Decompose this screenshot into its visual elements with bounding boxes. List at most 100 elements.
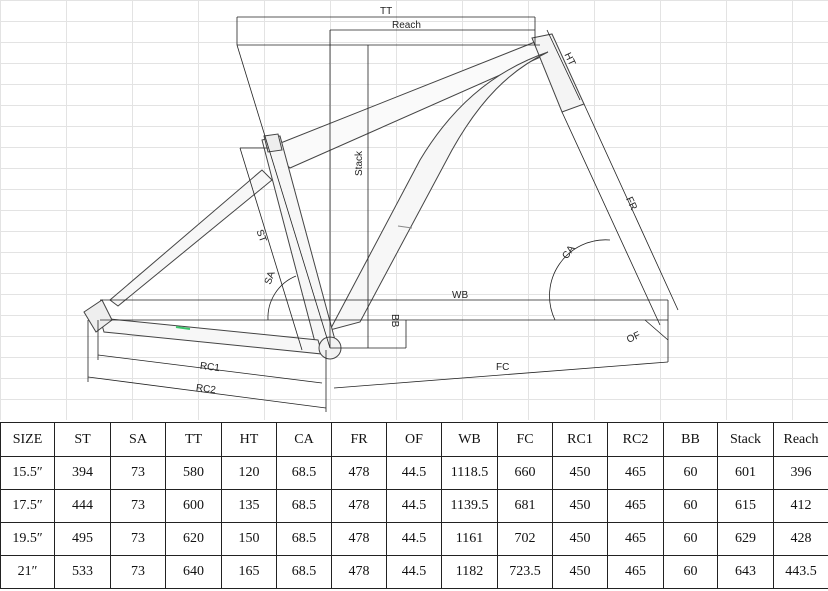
table-cell: 580: [165, 456, 222, 490]
table-cell: 1118.5: [441, 456, 498, 490]
header-cell: SIZE: [0, 422, 55, 457]
header-cell: FC: [497, 422, 553, 457]
table-row: 19.5″ 495 73 620 150 68.5 478 44.5 1161 …: [0, 522, 828, 556]
table-cell: 68.5: [276, 555, 332, 589]
table-cell: 443.5: [773, 555, 828, 589]
table-cell: 44.5: [386, 456, 442, 490]
dimension-labels: TT Reach HT Stack FR ST SA CA WB BB OF F…: [195, 6, 642, 396]
table-cell: 465: [607, 456, 664, 490]
header-cell: RC2: [607, 422, 664, 457]
table-cell: 165: [221, 555, 277, 589]
table-cell: 478: [331, 456, 387, 490]
down-tube: [329, 51, 549, 331]
header-cell: FR: [331, 422, 387, 457]
table-cell: 396: [773, 456, 828, 490]
table-cell: 120: [221, 456, 277, 490]
table-cell: 60: [663, 522, 718, 556]
table-cell: 620: [165, 522, 222, 556]
table-cell: 1182: [441, 555, 498, 589]
table-cell: 68.5: [276, 522, 332, 556]
table-cell: 135: [221, 489, 277, 523]
table-cell: 21″: [0, 555, 55, 589]
table-cell: 478: [331, 555, 387, 589]
header-cell: HT: [221, 422, 277, 457]
top-tube: [267, 39, 553, 169]
label-st: ST: [254, 228, 269, 244]
table-cell: 450: [552, 555, 608, 589]
table-cell: 68.5: [276, 456, 332, 490]
table-cell: 60: [663, 456, 718, 490]
table-cell: 533: [54, 555, 111, 589]
header-cell: SA: [110, 422, 166, 457]
header-cell: Stack: [717, 422, 774, 457]
table-row: 17.5″ 444 73 600 135 68.5 478 44.5 1139.…: [0, 489, 828, 523]
bike-frame-drawing: [83, 33, 585, 360]
table-cell: 465: [607, 522, 664, 556]
header-cell: WB: [441, 422, 498, 457]
table-cell: 478: [331, 489, 387, 523]
table-cell: 60: [663, 555, 718, 589]
head-tube: [531, 33, 585, 113]
table-cell: 615: [717, 489, 774, 523]
header-cell: OF: [386, 422, 442, 457]
table-cell: 412: [773, 489, 828, 523]
table-cell: 495: [54, 522, 111, 556]
header-cell: CA: [276, 422, 332, 457]
table-cell: 601: [717, 456, 774, 490]
table-cell: 73: [110, 489, 166, 523]
label-fc: FC: [496, 362, 509, 373]
table-cell: 450: [552, 522, 608, 556]
geometry-size-table: SIZE ST SA TT HT CA FR OF WB FC RC1 RC2 …: [0, 422, 828, 589]
dimension-lines: [87, 16, 679, 412]
table-cell: 73: [110, 456, 166, 490]
label-rc1: RC1: [199, 361, 221, 374]
label-of: OF: [625, 330, 642, 346]
table-row: 21″ 533 73 640 165 68.5 478 44.5 1182 72…: [0, 555, 828, 589]
table-cell: 44.5: [386, 522, 442, 556]
header-cell: Reach: [773, 422, 828, 457]
table-cell: 478: [331, 522, 387, 556]
table-cell: 450: [552, 489, 608, 523]
table-header-row: SIZE ST SA TT HT CA FR OF WB FC RC1 RC2 …: [0, 422, 828, 457]
table-cell: 428: [773, 522, 828, 556]
table-cell: 68.5: [276, 489, 332, 523]
table-cell: 44.5: [386, 489, 442, 523]
table-row: 15.5″ 394 73 580 120 68.5 478 44.5 1118.…: [0, 456, 828, 490]
table-cell: 17.5″: [0, 489, 55, 523]
table-cell: 629: [717, 522, 774, 556]
table-cell: 681: [497, 489, 553, 523]
table-cell: 60: [663, 489, 718, 523]
table-cell: 465: [607, 555, 664, 589]
table-cell: 640: [165, 555, 222, 589]
table-cell: 600: [165, 489, 222, 523]
table-cell: 150: [221, 522, 277, 556]
frame-accent-mark: [175, 326, 191, 330]
frame-accent-mark: [397, 225, 413, 229]
header-cell: ST: [54, 422, 111, 457]
label-fr: FR: [623, 195, 639, 212]
label-tt: TT: [380, 6, 392, 17]
table-cell: 660: [497, 456, 553, 490]
table-cell: 702: [497, 522, 553, 556]
table-cell: 44.5: [386, 555, 442, 589]
header-cell: TT: [165, 422, 222, 457]
table-cell: 465: [607, 489, 664, 523]
label-reach: Reach: [392, 20, 421, 31]
label-ht: HT: [562, 51, 578, 68]
label-sa: SA: [263, 270, 278, 287]
table-cell: 73: [110, 522, 166, 556]
table-cell: 394: [54, 456, 111, 490]
table-cell: 19.5″: [0, 522, 55, 556]
chain-stay: [99, 317, 323, 355]
label-ca: CA: [560, 243, 577, 261]
table-cell: 723.5: [497, 555, 553, 589]
seat-stay: [109, 169, 273, 307]
table-cell: 643: [717, 555, 774, 589]
label-rc2: RC2: [195, 383, 217, 396]
bike-frame-geometry-diagram: TT Reach HT Stack FR ST SA CA WB BB OF F…: [83, 6, 679, 412]
header-cell: RC1: [552, 422, 608, 457]
label-bb: BB: [389, 314, 400, 328]
table-cell: 1139.5: [441, 489, 498, 523]
table-cell: 73: [110, 555, 166, 589]
table-cell: 1161: [441, 522, 498, 556]
